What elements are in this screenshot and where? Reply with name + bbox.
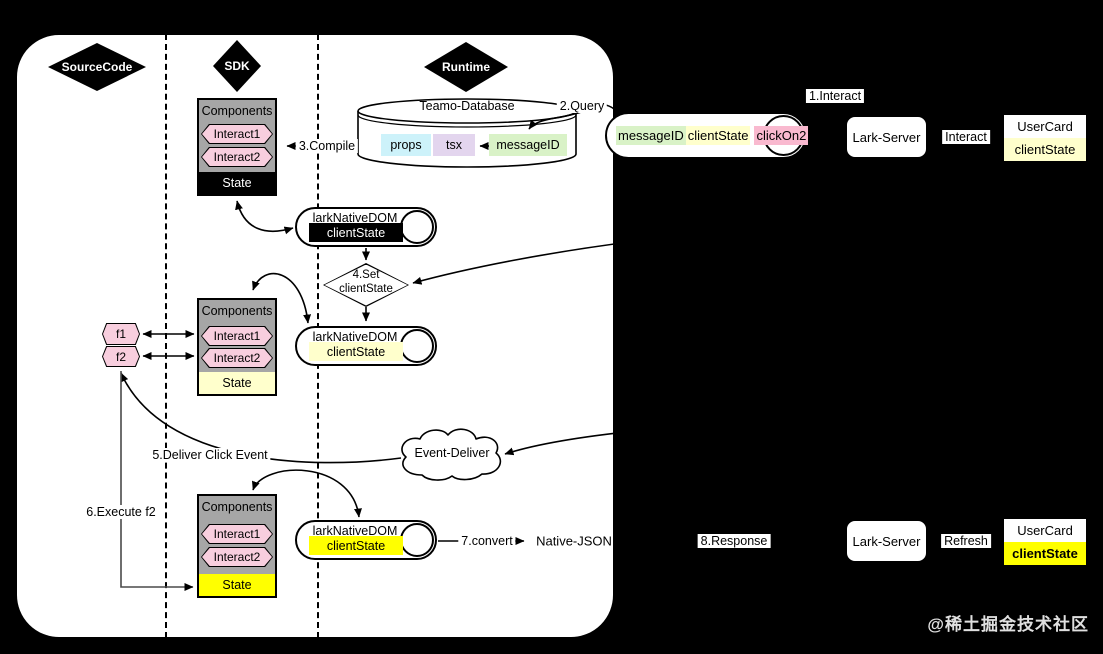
usercard-title: UserCard (1017, 523, 1073, 538)
usercard-clientstate: clientState (1004, 138, 1086, 161)
lark-server-bottom: Lark-Server (845, 519, 928, 563)
state-band: State (199, 574, 275, 596)
interact2-hexagon: Interact2 (201, 147, 273, 167)
components-title: Components (201, 500, 273, 514)
sdk-components-box: Components Interact1 Interact2 State (197, 98, 277, 196)
mid-components-box: Components Interact1 Interact2 State (197, 298, 277, 396)
components-title: Components (201, 304, 273, 318)
bottom-components-box: Components Interact1 Interact2 State (197, 494, 277, 598)
interact2-hexagon: Interact2 (201, 348, 273, 368)
pipe-title: larkNativeDOM (312, 330, 398, 344)
lane-sdk-label: SDK (224, 59, 250, 73)
usercard-title: UserCard (1017, 119, 1073, 134)
interact2-label: Interact2 (213, 351, 261, 365)
step-label-query: 2.Query (556, 99, 608, 113)
clickon2-tag: clickOn2 (754, 126, 809, 145)
step-label-interact: 1.Interact (805, 89, 865, 103)
label-refresh: Refresh (941, 534, 991, 548)
set-target-label: clientState (339, 282, 393, 295)
usercard-top: UserCard clientState (1002, 113, 1088, 163)
lane-divider-1 (165, 34, 167, 638)
interact2-label: Interact2 (213, 550, 261, 564)
tsx-node: tsx (433, 134, 475, 156)
lane-runtime-label: Runtime (442, 60, 490, 74)
pipe-title: larkNativeDOM (312, 211, 398, 225)
event-deliver-cloud: Event-Deliver (394, 427, 510, 485)
watermark: @稀土掘金技术社区 (927, 615, 1089, 634)
state-band: State (199, 172, 275, 194)
lark-native-dom-pipe-1: larkNativeDOM clientState (295, 207, 437, 247)
pipe-clientstate-band: clientState (309, 342, 403, 361)
components-title: Components (201, 104, 273, 118)
messageid-node: messageID (489, 134, 567, 156)
step-label-execute: 6.Execute f2 (83, 505, 159, 519)
interact1-label: Interact1 (213, 127, 261, 141)
interact1-label: Interact1 (213, 329, 261, 343)
database-title: Teamo-Database (419, 99, 515, 113)
step-label-compile: 3.Compile (295, 139, 359, 153)
lark-native-dom-pipe-3: larkNativeDOM clientState (295, 520, 437, 560)
lark-native-dom-pipe-2: larkNativeDOM clientState (295, 326, 437, 366)
cloud-shape (401, 428, 502, 481)
pipe-clientstate-band: clientState (309, 536, 403, 555)
interact2-hexagon: Interact2 (201, 547, 273, 567)
f1-label: f1 (115, 327, 126, 341)
interact1-label: Interact1 (213, 527, 261, 541)
lane-sourcecode-label: SourceCode (61, 60, 133, 74)
interact1-hexagon: Interact1 (201, 524, 273, 544)
interact1-hexagon: Interact1 (201, 124, 273, 144)
clientstate-tag: clientState (685, 126, 751, 145)
props-node: props (381, 134, 431, 156)
set-step-label: 4.Set (352, 269, 380, 281)
pipe-title: larkNativeDOM (312, 524, 398, 538)
cloud-label: Event-Deliver (414, 446, 490, 460)
step-label-convert: 7.convert (458, 534, 516, 548)
step-label-deliver: 5.Deliver Click Event (149, 448, 271, 462)
pipe-clientstate-band: clientState (309, 223, 403, 242)
f1-hexagon: f1 (102, 323, 140, 345)
label-native-json: Native-JSON (536, 533, 612, 549)
usercard-bottom: UserCard clientState (1002, 517, 1088, 567)
label-interact: Interact (942, 130, 990, 144)
usercard-clientstate: clientState (1004, 542, 1086, 565)
state-band: State (199, 372, 275, 394)
f2-label: f2 (115, 349, 126, 364)
messageid-tag: messageID (616, 126, 686, 145)
step-label-response: 8.Response (697, 534, 771, 548)
interact2-label: Interact2 (213, 150, 261, 164)
interact1-hexagon: Interact1 (201, 326, 273, 346)
lark-server-top: Lark-Server (845, 115, 928, 159)
f2-hexagon: f2 (102, 346, 140, 367)
